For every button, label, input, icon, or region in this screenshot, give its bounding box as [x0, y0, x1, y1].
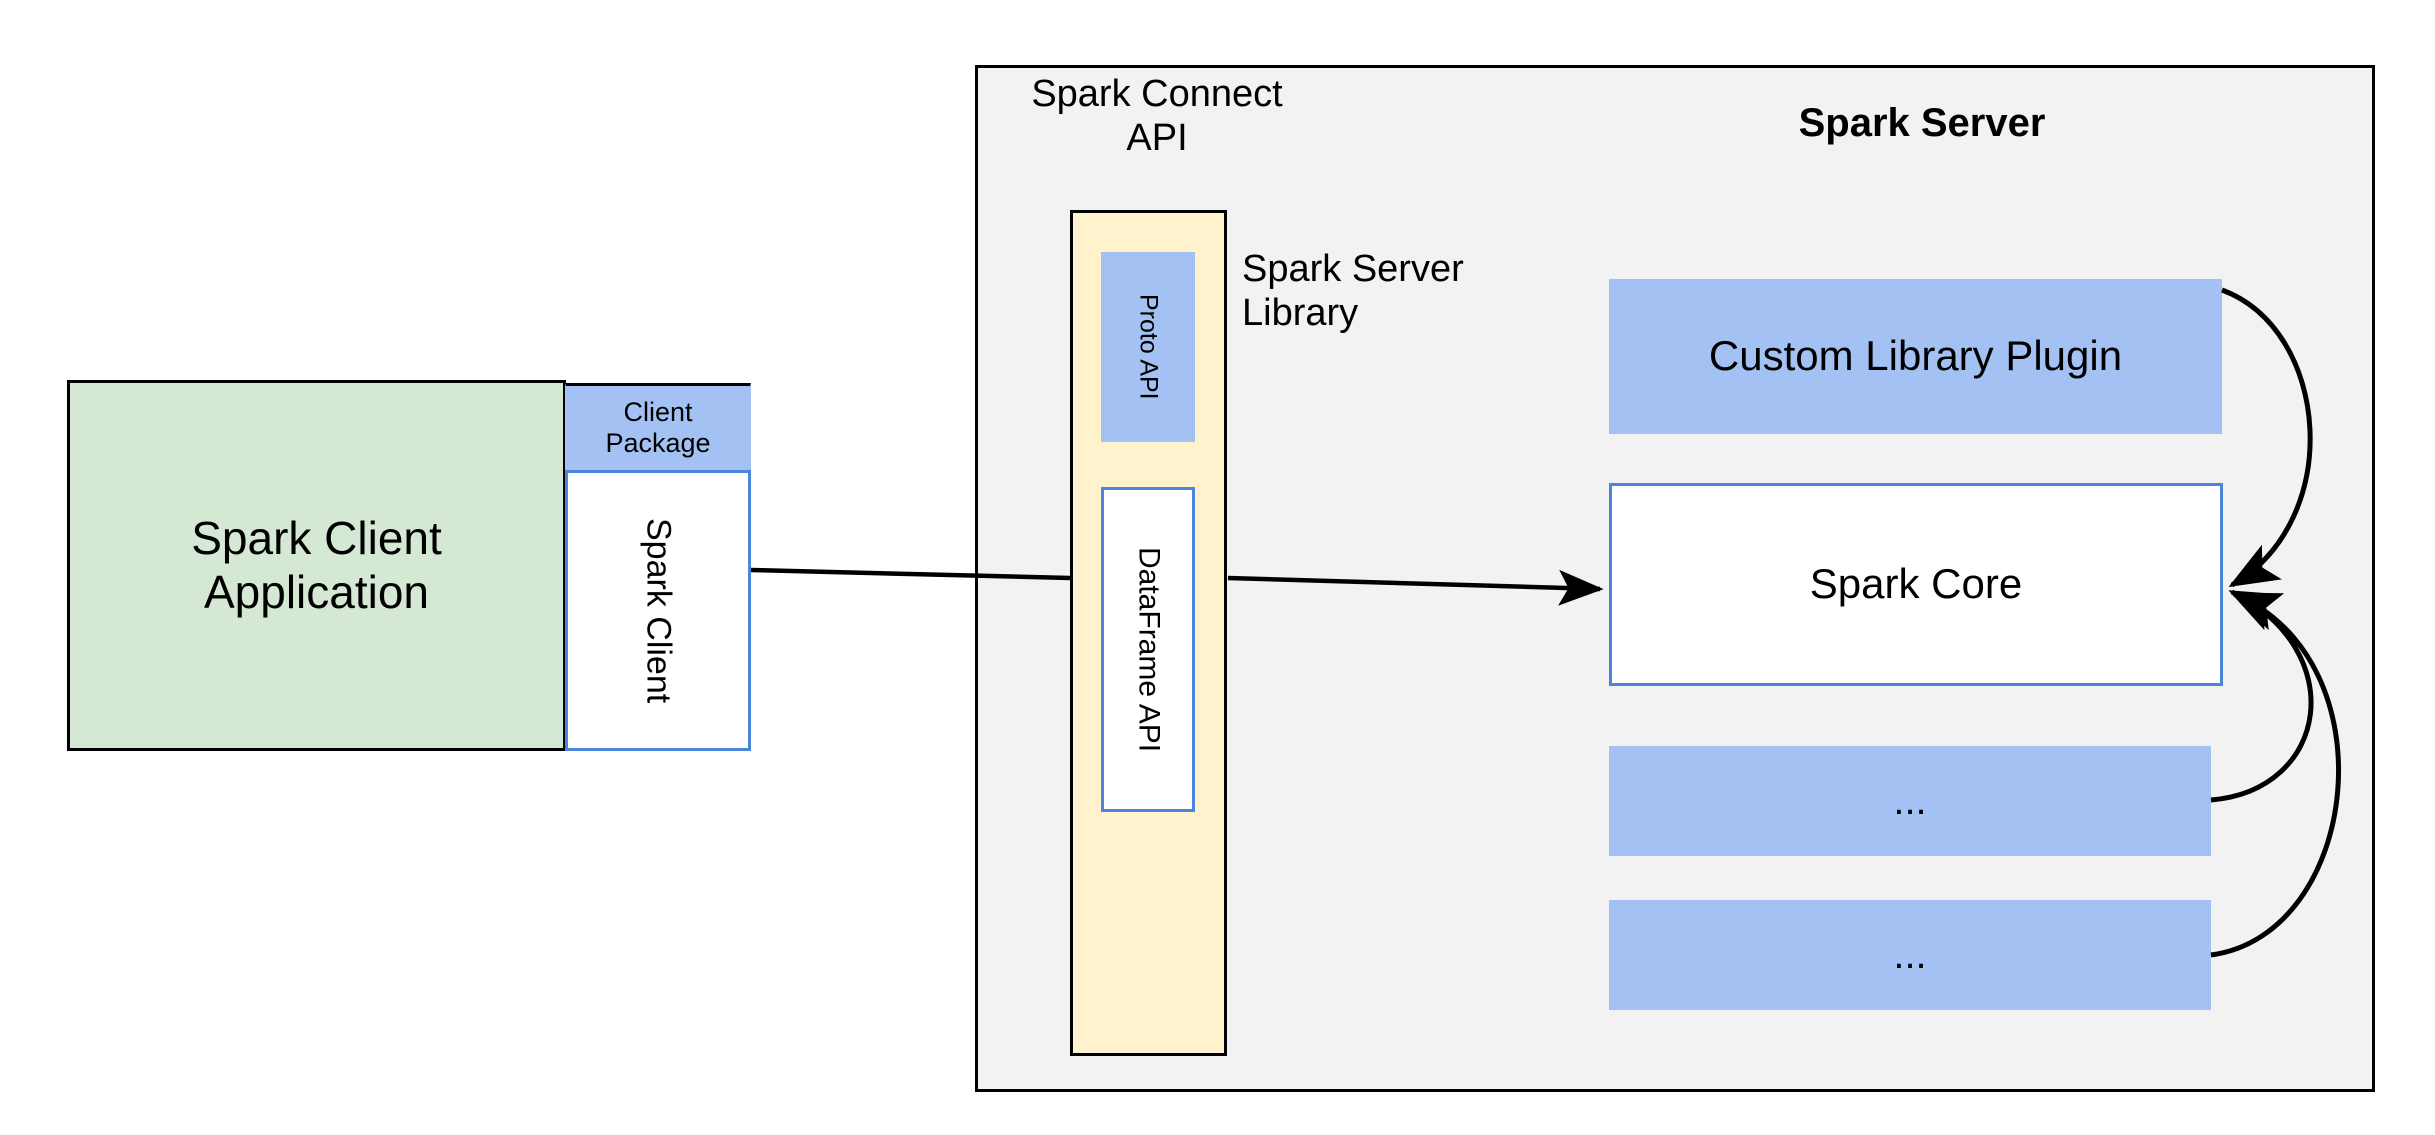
spark-server-title: Spark Server	[1622, 96, 2222, 150]
spark-connect-api-text: Spark Connect API	[1031, 73, 1283, 160]
proto-api-box[interactable]: Proto API	[1101, 252, 1195, 442]
spark-server-library-text: Spark Server Library	[1242, 248, 1464, 335]
proto-api-label: Proto API	[1134, 294, 1163, 400]
ellipsis-label-2: ...	[1893, 932, 1927, 977]
dataframe-api-box[interactable]: DataFrame API	[1101, 487, 1195, 812]
custom-library-plugin-box[interactable]: Custom Library Plugin	[1609, 279, 2222, 434]
client-package-label: Client Package	[605, 396, 711, 458]
spark-server-title-text: Spark Server	[1798, 100, 2046, 145]
spark-connect-api-label: Spark Connect API	[1012, 72, 1302, 172]
ellipsis-label-1: ...	[1893, 778, 1927, 823]
ellipsis-box-1[interactable]: ...	[1609, 746, 2211, 856]
client-package-box[interactable]: Client Package	[565, 383, 751, 471]
spark-client-application-label: Spark Client Application	[191, 512, 442, 618]
spark-core-box[interactable]: Spark Core	[1609, 483, 2223, 686]
spark-server-library-label: Spark Server Library	[1242, 247, 1512, 347]
spark-client-application-box[interactable]: Spark Client Application	[67, 380, 566, 751]
spark-core-label: Spark Core	[1809, 560, 2023, 608]
spark-client-label: Spark Client	[639, 517, 678, 704]
custom-library-plugin-label: Custom Library Plugin	[1708, 332, 2123, 380]
dataframe-api-label: DataFrame API	[1132, 546, 1166, 753]
ellipsis-box-2[interactable]: ...	[1609, 900, 2211, 1010]
spark-client-box[interactable]: Spark Client	[565, 470, 751, 751]
